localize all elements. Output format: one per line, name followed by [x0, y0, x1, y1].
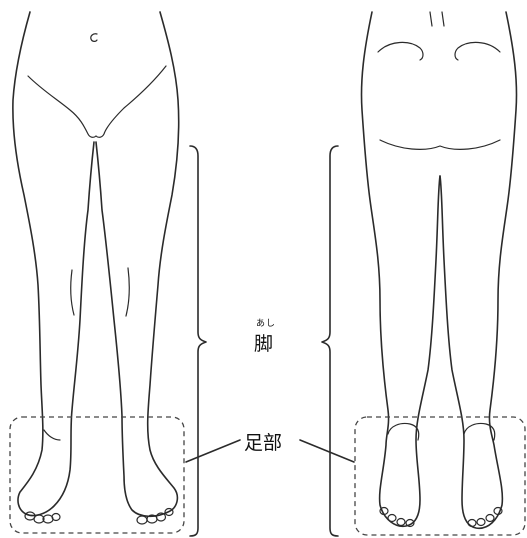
back-left-leg-outline: [361, 12, 440, 526]
back-right-heel: [464, 423, 495, 440]
back-right-buttock: [455, 42, 500, 60]
back-left-heel: [388, 423, 419, 440]
back-gluteal-fold: [380, 140, 500, 149]
leg-bracket-right: [322, 146, 338, 536]
front-right-knee: [126, 268, 129, 316]
front-right-groin-line: [96, 66, 166, 137]
front-left-leg-outline: [13, 12, 94, 516]
back-right-leg-outline: [440, 12, 517, 528]
back-left-buttock: [378, 42, 423, 60]
front-view-figure: [10, 12, 184, 533]
leg-bracket-left: [190, 146, 206, 536]
foot-leader-left: [186, 440, 240, 462]
navel: [91, 34, 97, 42]
back-spine-lines: [430, 12, 444, 26]
front-right-leg-outline: [96, 12, 179, 516]
foot-leader-right: [300, 440, 354, 462]
back-view-figure: [355, 12, 525, 535]
leg-label: 脚: [254, 329, 273, 356]
front-left-groin-line: [28, 76, 96, 137]
leg-label-ruby: あし: [256, 316, 276, 329]
front-left-knee: [71, 270, 74, 315]
front-left-shin: [44, 430, 60, 440]
foot-label: 足部: [244, 428, 282, 455]
